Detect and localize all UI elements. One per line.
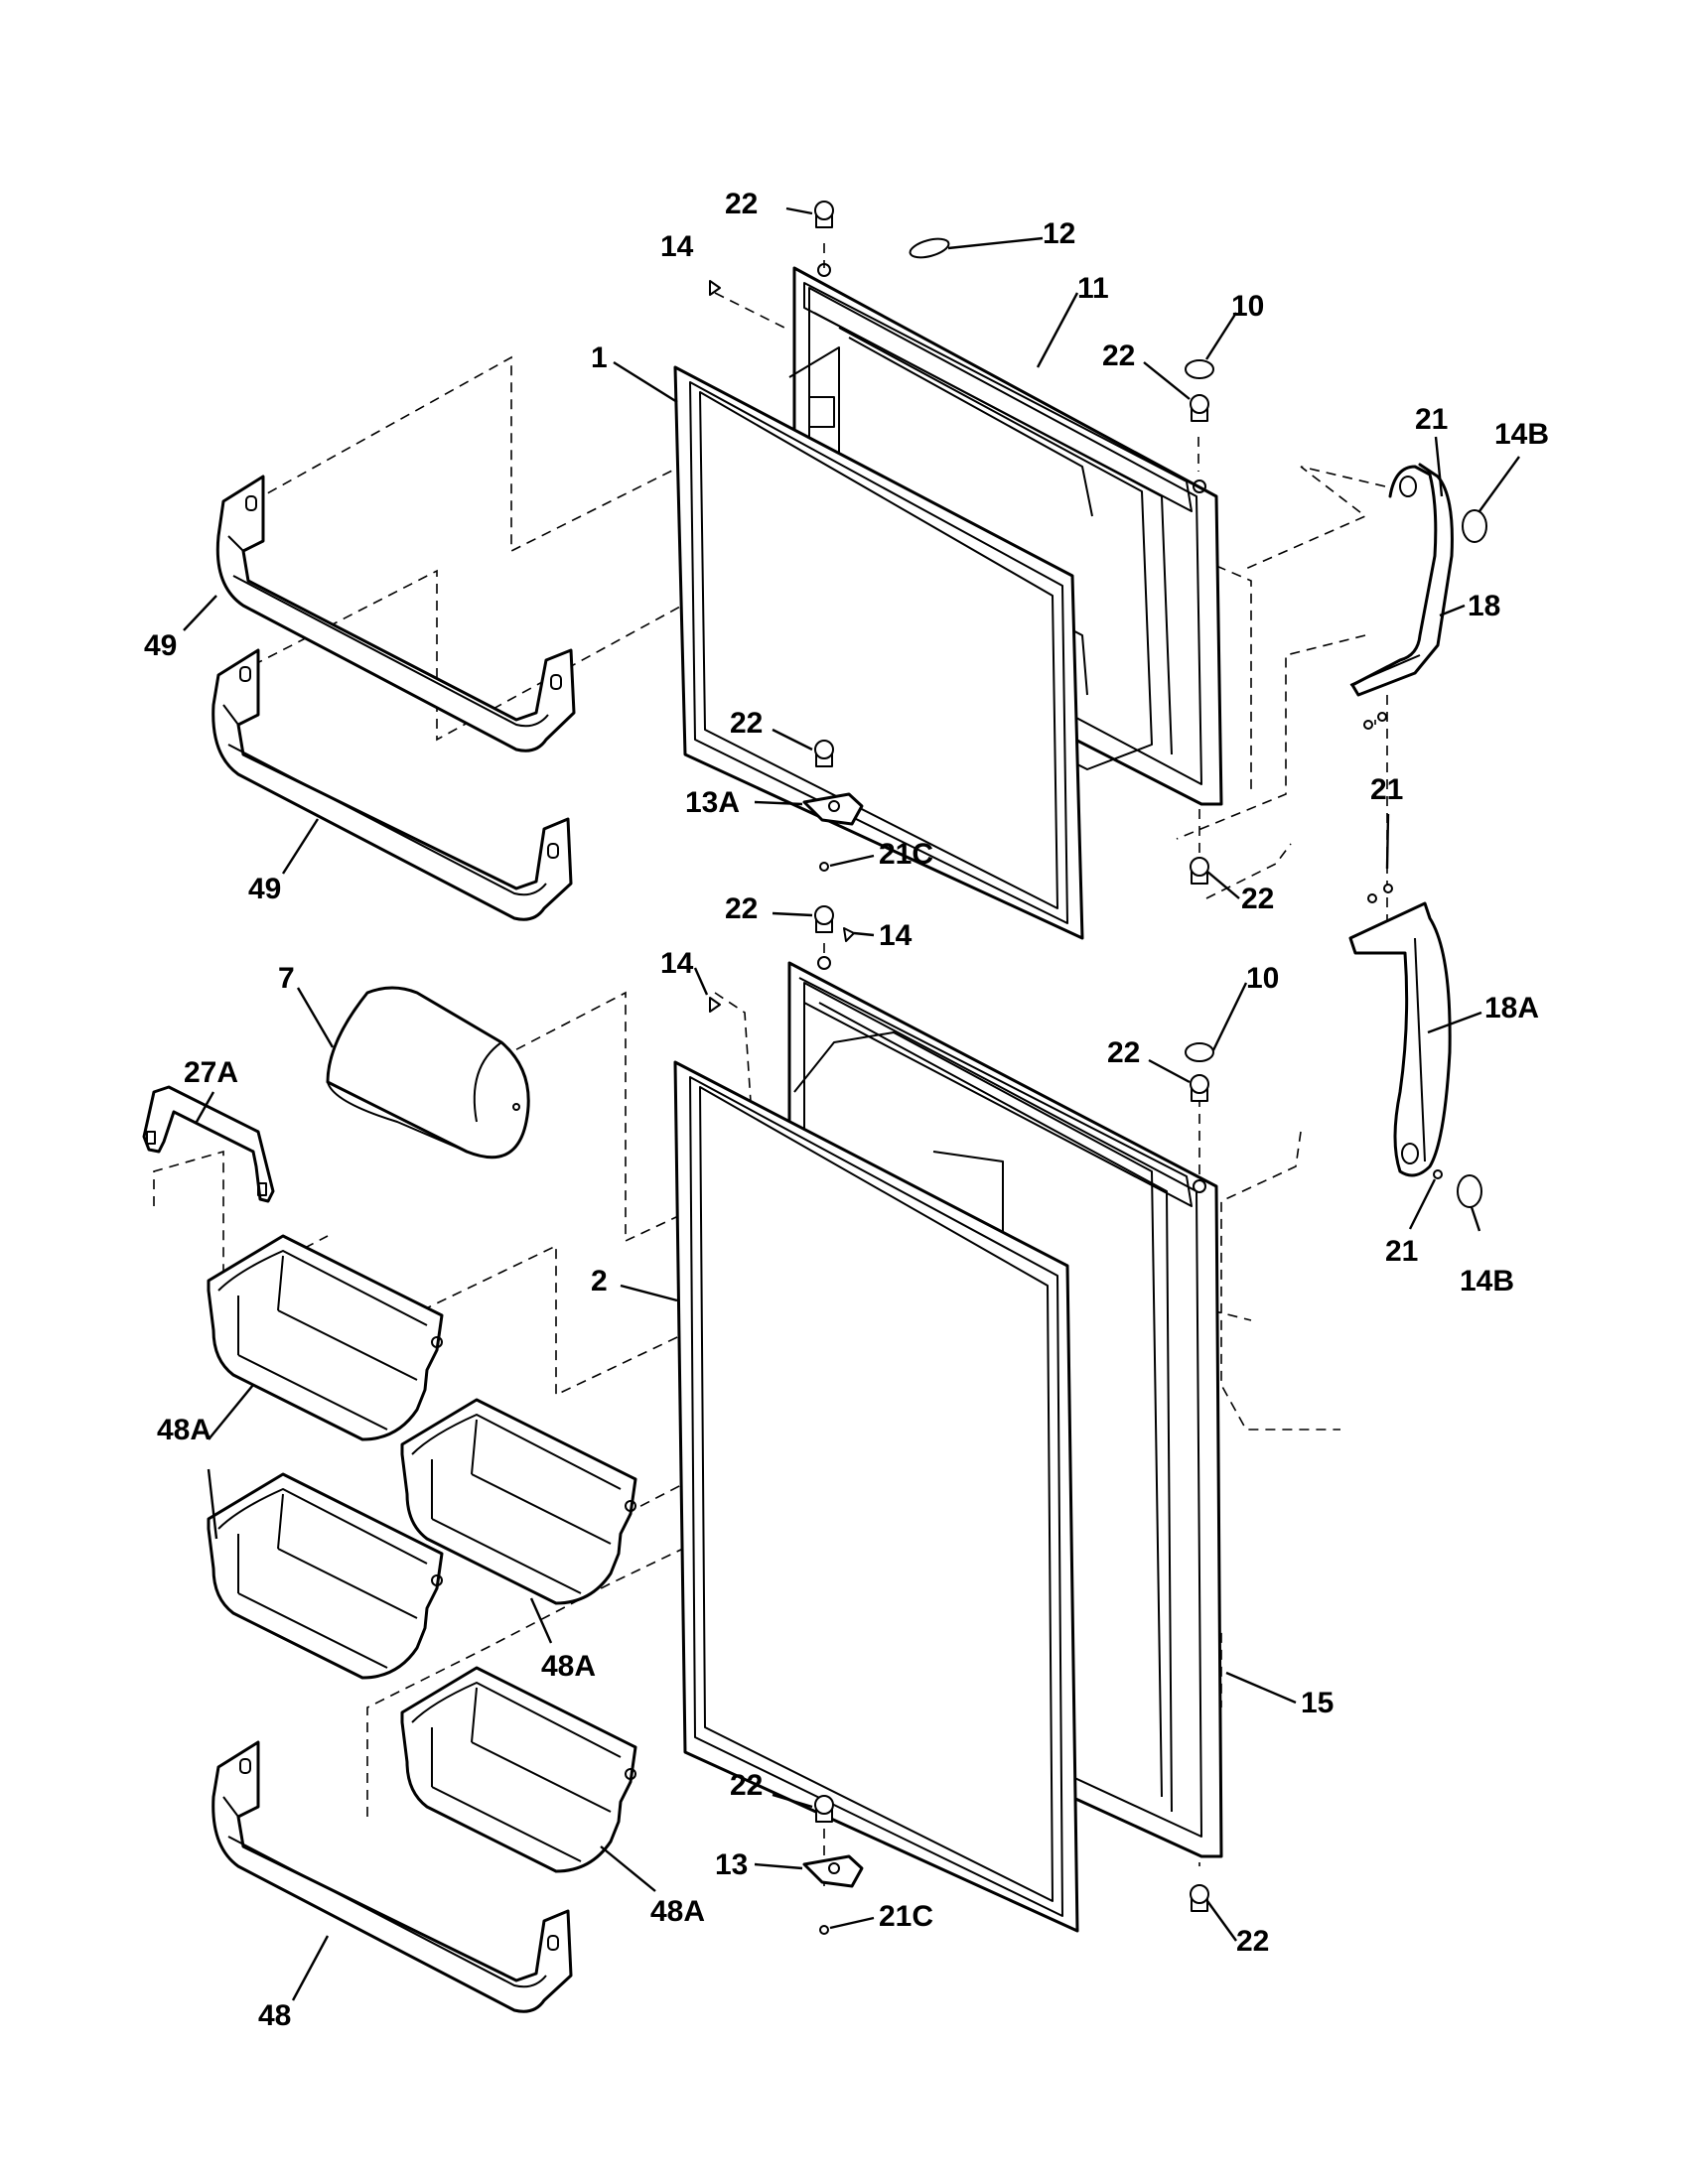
callout-21c-top: 21C <box>879 838 933 871</box>
callout-7: 7 <box>278 962 295 995</box>
screw-21-b <box>1363 720 1373 730</box>
screw-22-top <box>814 201 834 228</box>
door-bin-48a-1 <box>207 1234 444 1441</box>
callout-12: 12 <box>1043 217 1075 250</box>
screw-21-e <box>1367 893 1377 903</box>
callout-48a-left: 48A <box>157 1414 211 1446</box>
dairy-compartment-7 <box>326 986 530 1160</box>
plug-14-fresh-top <box>843 927 855 942</box>
cap-14b-top <box>1462 509 1487 543</box>
callout-11: 11 <box>1077 272 1109 305</box>
callout-22-top-right: 22 <box>1102 340 1135 372</box>
callout-49-top: 49 <box>144 629 177 662</box>
hinge-13 <box>802 1854 864 1888</box>
callout-22-fresh-right: 22 <box>1107 1036 1140 1069</box>
screw-21c-top <box>819 862 829 872</box>
callout-2: 2 <box>591 1265 608 1297</box>
callout-14-top: 14 <box>660 230 694 263</box>
callout-1: 1 <box>591 341 608 374</box>
callout-21-bottom: 21 <box>1385 1235 1418 1268</box>
callout-21-top: 21 <box>1415 403 1448 436</box>
door-bin-48a-3 <box>207 1472 444 1680</box>
callout-10-top: 10 <box>1231 290 1264 323</box>
handle-18a <box>1348 901 1452 1177</box>
fresh-food-door-gasket <box>673 1060 1079 1933</box>
plug-14-top <box>709 280 721 296</box>
screw-22-top-right <box>1190 394 1209 422</box>
callout-10-fresh: 10 <box>1246 962 1279 995</box>
door-shelf-48 <box>211 1740 573 2013</box>
callout-22-fresh-bottom: 22 <box>1236 1925 1269 1958</box>
callout-18: 18 <box>1468 590 1500 622</box>
callout-13a: 13A <box>685 786 740 819</box>
freezer-door <box>788 263 1223 806</box>
callout-leader-lines <box>183 206 1520 2001</box>
callout-21c-bottom: 21C <box>879 1900 933 1933</box>
hardware <box>709 201 1487 1935</box>
freezer-door-gasket <box>673 365 1084 940</box>
callout-21-mid: 21 <box>1370 773 1403 806</box>
callout-22-bot-freezer: 22 <box>1241 883 1274 915</box>
cap-10-fresh <box>1185 1042 1214 1062</box>
callout-14-fresh-left: 14 <box>660 947 694 980</box>
callout-labels: 22 12 14 11 10 22 1 21 14B 49 18 22 13A … <box>144 188 1549 2032</box>
screw-22-fresh-bottom <box>1190 1884 1209 1912</box>
bin-handle-27a <box>142 1085 275 1203</box>
hinge-13a <box>802 792 864 826</box>
callout-18a: 18A <box>1484 992 1539 1024</box>
callout-22-fresh-top: 22 <box>725 892 758 925</box>
door-bin-48a-4 <box>400 1666 637 1873</box>
callout-48: 48 <box>258 1999 291 2032</box>
plug-14-fresh-left <box>709 997 721 1013</box>
callout-22-fresh-low: 22 <box>730 1769 763 1802</box>
handle-18 <box>1349 463 1454 697</box>
callout-22-top: 22 <box>725 188 758 220</box>
screw-22-mid <box>814 740 834 767</box>
screw-22-fresh-right <box>1190 1074 1209 1102</box>
callout-49-bottom: 49 <box>248 873 281 905</box>
callout-14b-bottom: 14B <box>1460 1265 1514 1297</box>
screw-21c-bottom <box>819 1925 829 1935</box>
screw-22-freezer-bottom <box>1190 857 1209 885</box>
screw-22-fresh-top <box>814 905 834 933</box>
screw-22-fresh-low <box>814 1795 834 1823</box>
screw-21-d <box>1383 884 1393 893</box>
callout-22-mid: 22 <box>730 707 763 740</box>
freezer-door-shelf-49-bottom <box>211 648 573 921</box>
callout-48a-bottom: 48A <box>650 1895 705 1928</box>
door-bin-48a-2 <box>400 1398 637 1605</box>
plug-12 <box>909 237 950 259</box>
cap-14b-bottom <box>1457 1174 1482 1208</box>
callout-13: 13 <box>715 1848 748 1881</box>
callout-14b-top: 14B <box>1494 418 1549 451</box>
callout-15: 15 <box>1301 1687 1334 1719</box>
callout-14-fresh-top: 14 <box>879 919 913 952</box>
callout-48a-mid: 48A <box>541 1650 596 1683</box>
screw-21-c <box>1377 712 1387 722</box>
freezer-door-shelf-49-top <box>215 475 576 752</box>
callout-27a: 27A <box>184 1056 238 1089</box>
cap-10-top <box>1185 359 1214 379</box>
screw-21-f <box>1433 1169 1443 1179</box>
